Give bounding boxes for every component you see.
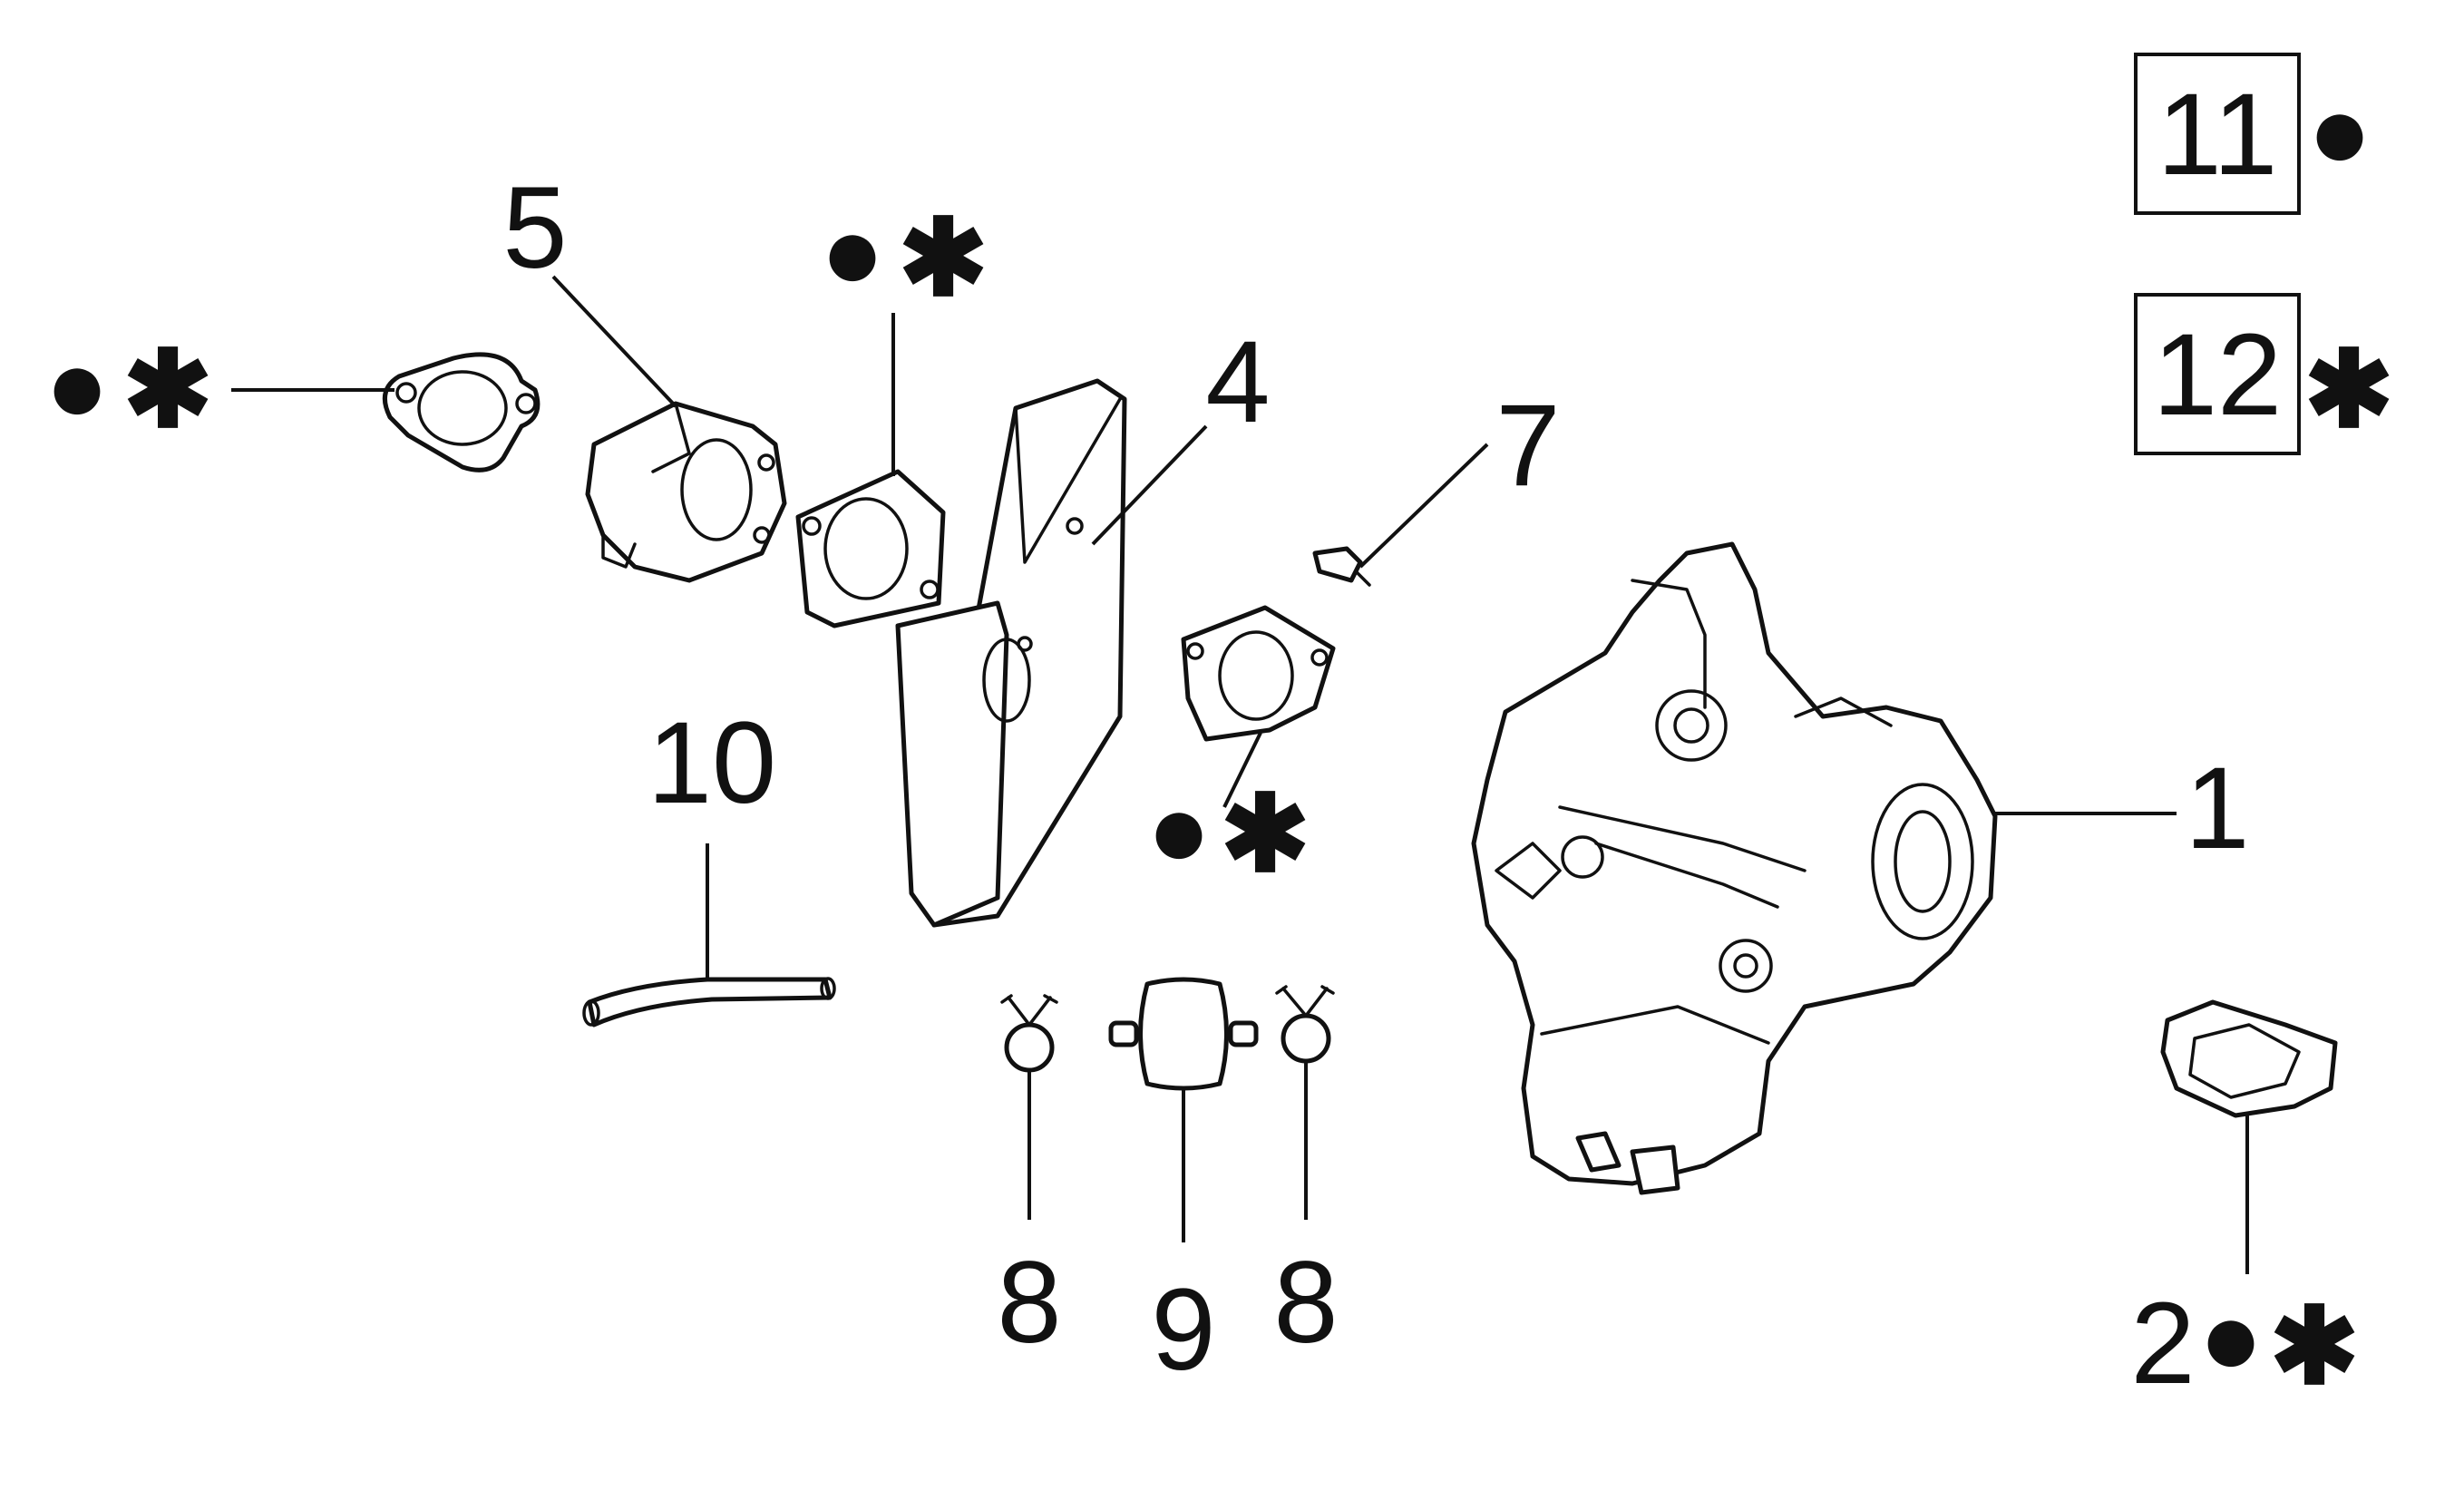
fuel-hose-icon [582, 977, 836, 1028]
dot-symbol: ● [820, 192, 884, 312]
carburetor-icon [1471, 541, 1998, 1195]
legend-number-12: 12 [2153, 310, 2282, 440]
label-part-2: 2 [2130, 1279, 2195, 1408]
heat-shield-plate-icon [895, 378, 1127, 928]
star-symbol: ✱ [123, 330, 213, 450]
hose-clamp-left-icon [1000, 994, 1058, 1073]
star-symbol: ✱ [1221, 774, 1310, 894]
leader-part-5 [551, 275, 677, 408]
hose-clamp-right-icon [1275, 985, 1335, 1064]
legend-item-11: 11 ● [2134, 53, 2372, 215]
insulator-icon [585, 401, 787, 583]
gasket-middle-icon [795, 469, 946, 628]
gasket-part-2-icon [2160, 999, 2338, 1118]
label-part-4: 4 [1205, 317, 1270, 447]
label-part-1: 1 [2185, 744, 2249, 873]
leader-gasket-right [1222, 732, 1262, 808]
dot-symbol: ● [2198, 1278, 2263, 1398]
label-part-9: 9 [1151, 1265, 1215, 1395]
leader-part-4 [1091, 424, 1208, 546]
label-part-5: 5 [502, 163, 567, 293]
star-symbol: ✱ [2270, 1287, 2360, 1407]
dot-symbol: ● [1146, 770, 1211, 890]
label-part-10: 10 [648, 698, 776, 828]
legend-item-12: 12 ✱ [2134, 293, 2394, 455]
gasket-right-marker: ● ✱ [1146, 770, 1310, 894]
legend-star-symbol: ✱ [2304, 330, 2394, 450]
fuel-filter-icon [1108, 977, 1259, 1091]
label-part-8-right: 8 [1273, 1238, 1338, 1368]
star-symbol: ✱ [899, 199, 989, 318]
legend-number-11: 11 [2157, 70, 2278, 200]
screw-icon [1312, 546, 1371, 587]
gasket-left-icon [382, 352, 541, 472]
part-2-marker: 2 ● ✱ [2130, 1278, 2359, 1408]
legend: 11 ● 12 ✱ [2134, 53, 2394, 455]
leader-part-7 [1359, 443, 1489, 569]
gasket-right-icon [1181, 605, 1336, 742]
dot-symbol: ● [44, 326, 109, 445]
gasket-left-marker: ● ✱ [44, 326, 212, 450]
label-part-7: 7 [1495, 381, 1560, 511]
label-part-8-left: 8 [997, 1238, 1061, 1368]
gasket-middle-marker: ● ✱ [820, 192, 988, 318]
legend-dot-symbol: ● [2307, 72, 2371, 191]
